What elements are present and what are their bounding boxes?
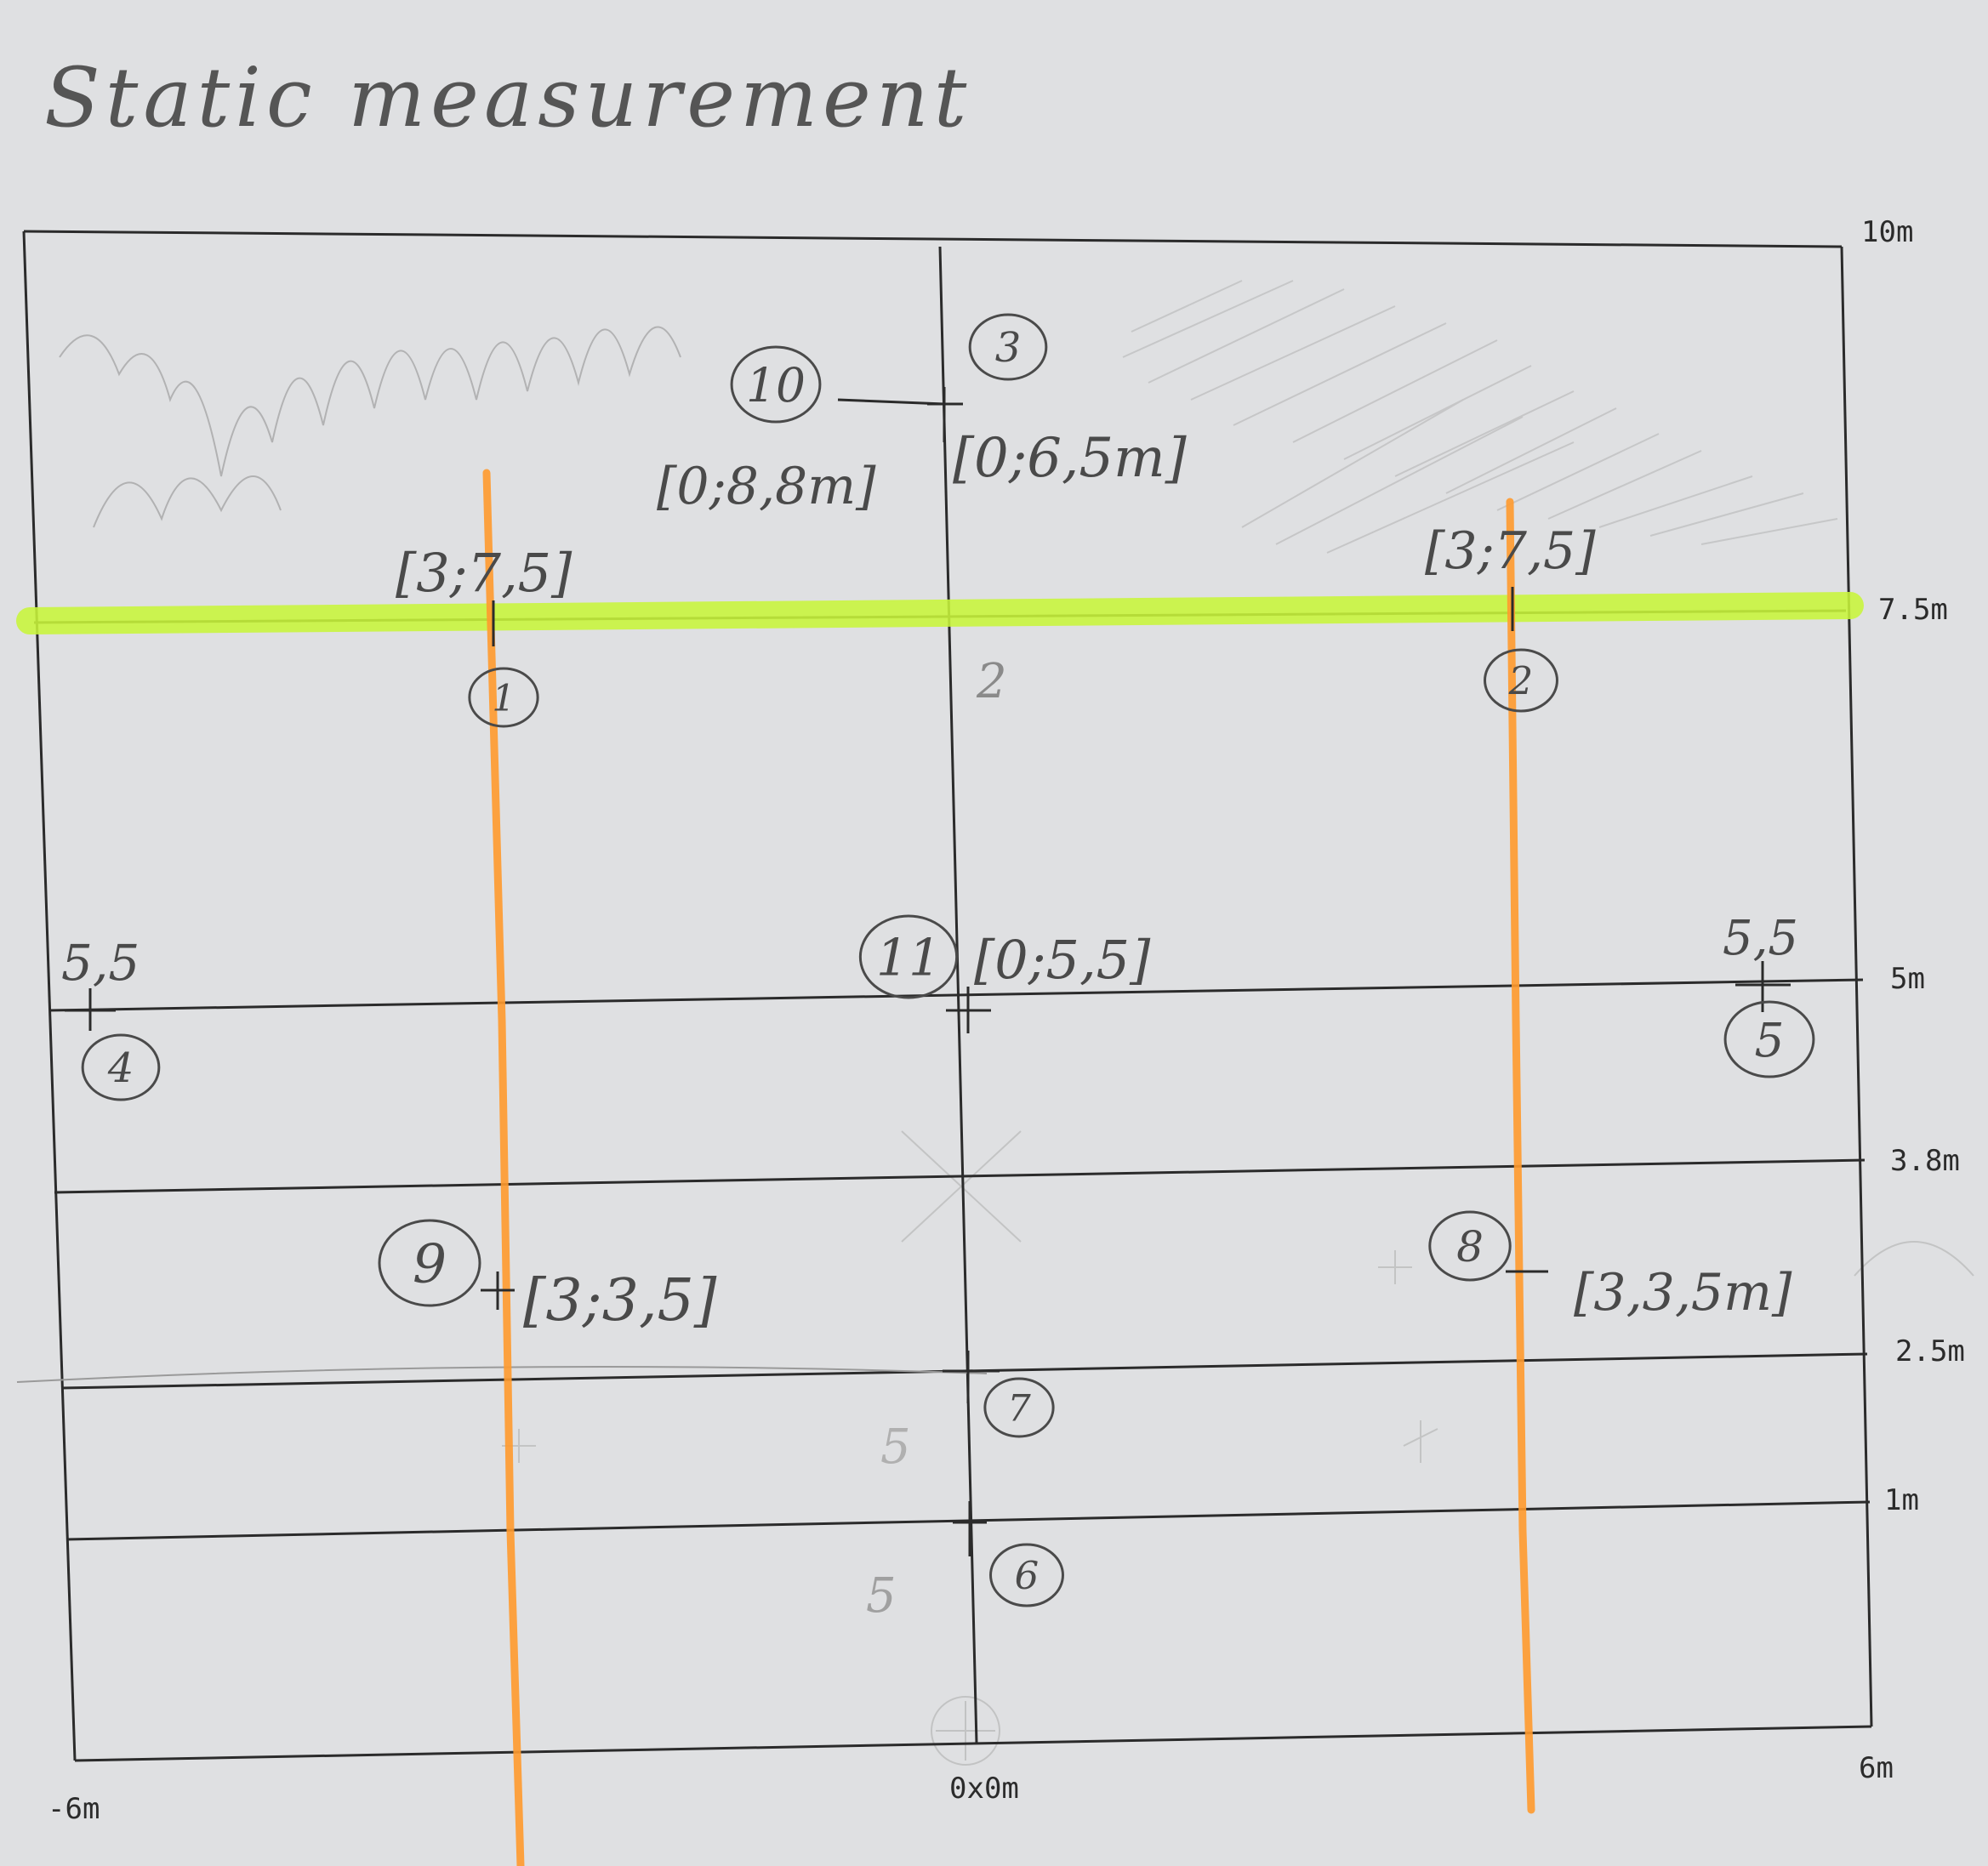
point-3-label: [0;6,5m] [953, 427, 1188, 490]
point-2-label: [3;7,5] [1425, 521, 1596, 581]
point-6-circle [989, 1543, 1064, 1607]
stray-mark-5b: 5 [866, 1568, 897, 1624]
y-label-1m: 1m [1884, 1483, 1919, 1517]
measurement-frame [22, 230, 1873, 1762]
point-1-label: [3;7,5] [396, 542, 572, 604]
point-2-circle [1484, 648, 1558, 713]
point-4-circle [81, 1033, 161, 1101]
point-5-circle [1723, 1000, 1815, 1078]
y-label-5m: 5m [1890, 962, 1925, 996]
pencil-shading-left [59, 326, 681, 528]
point-9-label: [3;3,5] [523, 1267, 717, 1334]
pencil-shading-right [1122, 280, 1838, 554]
stray-mark-5a: 5 [880, 1419, 911, 1475]
marker-point-7 [943, 1351, 1000, 1403]
point-11-number: 11 [876, 929, 941, 988]
point-4-label: 5,5 [61, 934, 140, 992]
point-markers [65, 387, 1791, 1556]
green-highlight-7-5m [16, 592, 1864, 634]
point-3-circle [968, 313, 1048, 381]
point-2-number: 2 [1508, 658, 1534, 703]
stray-mark-2: 2 [976, 654, 1007, 709]
marker-point-4 [65, 988, 116, 1031]
marker-point-10 [837, 398, 945, 406]
x-label-origin: 0x0m [949, 1772, 1019, 1806]
point-7-circle [983, 1377, 1055, 1438]
grid-line-3-8m [54, 1158, 1866, 1194]
stray-marks: 2 5 5 [866, 654, 1007, 1624]
point-5-number: 5 [1755, 1013, 1785, 1067]
point-3-number: 3 [995, 324, 1022, 372]
point-10-number: 10 [746, 358, 806, 412]
x-scale-labels: -6m 0x0m 6m [48, 1751, 1894, 1826]
point-9-circle [378, 1219, 481, 1307]
point-circles [81, 313, 1815, 1607]
y-scale-labels: 10m 7.5m 5m 3.8m 2.5m 1m [1861, 215, 1965, 1517]
marker-point-11 [946, 987, 991, 1033]
y-label-3-8m: 3.8m [1890, 1144, 1960, 1178]
point-11-label: [0;5,5] [974, 929, 1151, 991]
orange-highlight-left [482, 469, 525, 1866]
diagram-title: Static measurement [44, 50, 971, 145]
point-1-circle [468, 667, 539, 728]
point-5-label: 5,5 [1723, 911, 1798, 966]
point-7-number: 7 [1007, 1387, 1031, 1430]
grid-line-5m [48, 978, 1864, 1012]
y-label-2-5m: 2.5m [1895, 1334, 1965, 1368]
y-label-7-5m: 7.5m [1878, 593, 1948, 627]
y-label-10m: 10m [1861, 215, 1913, 249]
point-11-circle [858, 914, 959, 999]
grid-line-1m [66, 1500, 1871, 1541]
point-6-number: 6 [1015, 1553, 1040, 1598]
orange-highlight-right [1506, 498, 1535, 1814]
point-1-number: 1 [492, 677, 515, 720]
x-label-left: -6m [48, 1792, 100, 1826]
point-8-label: [3,3,5m] [1574, 1263, 1792, 1323]
point-8-number: 8 [1456, 1222, 1484, 1271]
marker-point-9 [481, 1271, 515, 1310]
point-9-number: 9 [413, 1233, 447, 1295]
point-8-circle [1428, 1210, 1512, 1282]
marker-point-6 [953, 1501, 987, 1556]
point-10-label: [0;8,8m] [657, 457, 876, 516]
marker-point-5 [1735, 961, 1791, 1012]
point-4-number: 4 [107, 1044, 134, 1092]
x-label-right: 6m [1859, 1751, 1894, 1785]
faint-erased-marks [502, 1130, 1974, 1766]
point-10-circle [730, 345, 822, 424]
